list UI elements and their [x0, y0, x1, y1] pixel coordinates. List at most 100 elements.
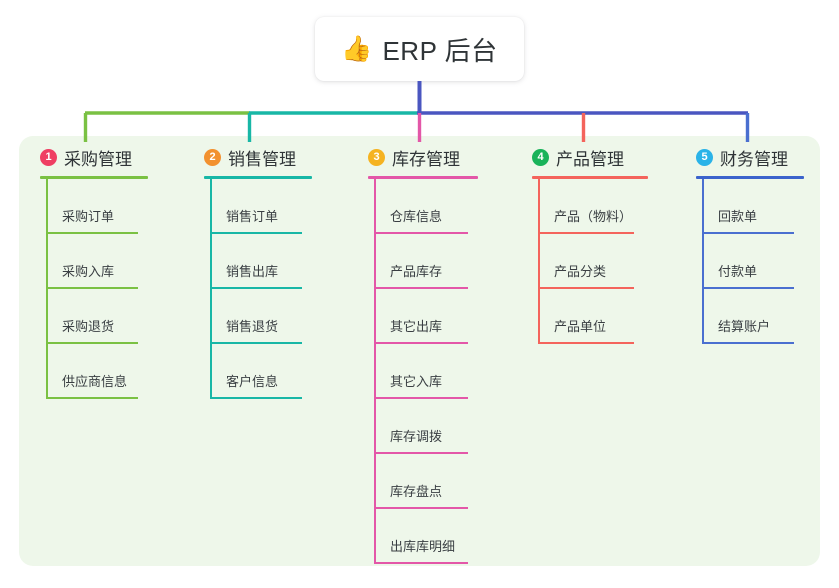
- leaf-node[interactable]: 客户信息: [204, 344, 312, 399]
- leaf-node[interactable]: 回款单: [696, 179, 804, 234]
- leaf-stem: [210, 234, 212, 289]
- leaf-node[interactable]: 销售订单: [204, 179, 312, 234]
- leaf-node[interactable]: 采购订单: [40, 179, 148, 234]
- branch-title-1: 采购管理: [64, 149, 132, 169]
- leaf-label: 采购订单: [62, 209, 115, 224]
- branch-rule-4: [532, 176, 648, 179]
- branch-title-3: 库存管理: [392, 149, 460, 169]
- leaf-stem: [702, 179, 704, 234]
- leaf-label: 销售订单: [226, 209, 279, 224]
- leaf-label: 其它入库: [390, 374, 443, 389]
- branch-column-3: 3 库存管理仓库信息产品库存其它出库其它入库库存调拨库存盘点出库库明细: [368, 144, 478, 564]
- leaf-stem: [374, 399, 376, 454]
- leaf-node[interactable]: 付款单: [696, 234, 804, 289]
- leaf-label: 回款单: [718, 209, 758, 224]
- branch-title-5: 财务管理: [720, 149, 788, 169]
- leaf-rule: [374, 342, 468, 344]
- leaf-label: 销售退货: [226, 319, 279, 334]
- leaf-node[interactable]: 结算账户: [696, 289, 804, 344]
- leaf-node[interactable]: 销售退货: [204, 289, 312, 344]
- leaf-stem: [538, 234, 540, 289]
- leaf-stem: [374, 454, 376, 509]
- leaf-label: 销售出库: [226, 264, 279, 279]
- leaf-label: 产品库存: [390, 264, 443, 279]
- leaf-rule: [374, 397, 468, 399]
- branch-column-2: 2 销售管理销售订单销售出库销售退货客户信息: [204, 144, 312, 399]
- leaf-rule: [374, 507, 468, 509]
- leaf-label: 供应商信息: [62, 374, 128, 389]
- leaf-stem: [46, 234, 48, 289]
- leaf-list-4: 产品（物料） 产品分类产品单位: [532, 179, 648, 344]
- leaf-node[interactable]: 出库库明细: [368, 509, 478, 564]
- leaf-stem: [538, 179, 540, 234]
- root-node[interactable]: 👍 ERP 后台: [315, 17, 524, 81]
- leaf-node[interactable]: 其它出库: [368, 289, 478, 344]
- leaf-stem: [46, 289, 48, 344]
- leaf-node[interactable]: 库存盘点: [368, 454, 478, 509]
- leaf-rule: [702, 232, 794, 234]
- leaf-list-5: 回款单付款单结算账户: [696, 179, 804, 344]
- branch-rule-5: [696, 176, 804, 179]
- leaf-node[interactable]: 产品单位: [532, 289, 648, 344]
- branch-header-5[interactable]: 5 财务管理: [696, 144, 804, 170]
- leaf-list-3: 仓库信息产品库存其它出库其它入库库存调拨库存盘点出库库明细: [368, 179, 478, 564]
- leaf-rule: [46, 232, 138, 234]
- leaf-rule: [210, 342, 302, 344]
- branch-rule-1: [40, 176, 148, 179]
- leaf-node[interactable]: 仓库信息: [368, 179, 478, 234]
- leaf-rule: [538, 287, 634, 289]
- leaf-stem: [702, 234, 704, 289]
- leaf-rule: [46, 342, 138, 344]
- leaf-stem: [374, 509, 376, 564]
- leaf-stem: [374, 234, 376, 289]
- leaf-rule: [210, 232, 302, 234]
- thumbs-up-icon: 👍: [341, 34, 373, 63]
- leaf-rule: [374, 232, 468, 234]
- leaf-node[interactable]: 产品（物料）: [532, 179, 648, 234]
- leaf-stem: [46, 344, 48, 399]
- leaf-label: 产品单位: [554, 319, 607, 334]
- leaf-node[interactable]: 其它入库: [368, 344, 478, 399]
- leaf-label: 采购退货: [62, 319, 115, 334]
- leaf-node[interactable]: 产品库存: [368, 234, 478, 289]
- leaf-stem: [46, 179, 48, 234]
- branch-column-5: 5 财务管理回款单付款单结算账户: [696, 144, 804, 344]
- leaf-rule: [46, 397, 138, 399]
- leaf-label: 结算账户: [718, 319, 771, 334]
- leaf-stem: [374, 344, 376, 399]
- leaf-node[interactable]: 产品分类: [532, 234, 648, 289]
- leaf-label: 采购入库: [62, 264, 115, 279]
- leaf-rule: [46, 287, 138, 289]
- branch-badge-3: 3: [368, 148, 385, 166]
- leaf-stem: [702, 289, 704, 344]
- leaf-label: 其它出库: [390, 319, 443, 334]
- leaf-node[interactable]: 采购退货: [40, 289, 148, 344]
- leaf-label: 库存调拨: [390, 429, 443, 444]
- branch-badge-2: 2: [204, 148, 221, 166]
- leaf-label: 仓库信息: [390, 209, 443, 224]
- leaf-label: 出库库明细: [390, 539, 456, 554]
- leaf-rule: [210, 397, 302, 399]
- leaf-stem: [538, 289, 540, 344]
- leaf-node[interactable]: 采购入库: [40, 234, 148, 289]
- branch-title-2: 销售管理: [228, 149, 296, 169]
- leaf-stem: [210, 344, 212, 399]
- branch-header-2[interactable]: 2 销售管理: [204, 144, 312, 170]
- leaf-label: 库存盘点: [390, 484, 443, 499]
- leaf-stem: [210, 179, 212, 234]
- leaf-label: 产品分类: [554, 264, 607, 279]
- leaf-label: 客户信息: [226, 374, 279, 389]
- leaf-stem: [374, 179, 376, 234]
- leaf-node[interactable]: 供应商信息: [40, 344, 148, 399]
- branch-rule-3: [368, 176, 478, 179]
- leaf-node[interactable]: 库存调拨: [368, 399, 478, 454]
- leaf-node[interactable]: 销售出库: [204, 234, 312, 289]
- branch-header-3[interactable]: 3 库存管理: [368, 144, 478, 170]
- leaf-rule: [210, 287, 302, 289]
- leaf-rule: [538, 232, 634, 234]
- branch-badge-5: 5: [696, 148, 713, 166]
